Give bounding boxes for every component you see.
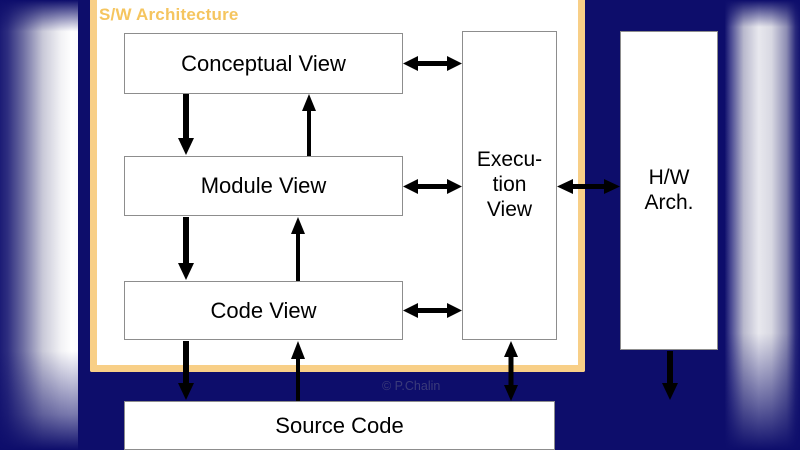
box-hw-arch-label: H/W Arch.	[644, 166, 693, 216]
left-gradient-band	[0, 0, 78, 450]
box-execution-view-line2: tion	[492, 173, 527, 197]
arrow-conceptual-to-module	[177, 94, 195, 156]
box-conceptual-view[interactable]: Conceptual View	[124, 33, 403, 94]
box-source-code[interactable]: Source Code	[124, 401, 555, 450]
box-hw-arch[interactable]: H/W Arch.	[620, 31, 718, 350]
arrow-execution-source	[503, 341, 519, 401]
copyright-notice: © P.Chalin	[382, 379, 441, 393]
right-gradient-band	[725, 0, 800, 450]
box-execution-view-line3: View	[486, 197, 533, 221]
box-execution-view-line1: Execu-	[476, 148, 543, 172]
arrow-module-to-code	[177, 217, 195, 281]
box-hw-arch-line2: Arch.	[644, 190, 694, 214]
right-gradient-fade	[725, 0, 800, 450]
sw-architecture-title: S/W Architecture	[99, 5, 239, 24]
box-module-view[interactable]: Module View	[124, 156, 403, 216]
arrow-hw-to-source	[661, 351, 679, 401]
arrow-execution-hw	[557, 178, 620, 195]
box-source-code-label: Source Code	[275, 412, 404, 438]
box-module-view-label: Module View	[200, 173, 327, 199]
arrow-source-to-code	[290, 341, 306, 401]
box-code-view[interactable]: Code View	[124, 281, 403, 340]
box-hw-arch-line1: H/W	[648, 165, 690, 189]
arrow-conceptual-execution	[403, 55, 462, 72]
arrow-code-to-source	[177, 341, 195, 401]
arrow-code-to-module	[290, 217, 306, 281]
arrow-module-execution	[403, 178, 462, 195]
arrow-code-execution	[403, 302, 462, 319]
box-conceptual-view-label: Conceptual View	[181, 50, 346, 76]
left-gradient-fade	[0, 0, 78, 450]
box-execution-view[interactable]: Execu- tion View	[462, 31, 557, 340]
box-execution-view-label: Execu- tion View	[477, 148, 542, 222]
box-code-view-label: Code View	[210, 297, 317, 323]
arrow-module-to-conceptual	[301, 94, 317, 156]
